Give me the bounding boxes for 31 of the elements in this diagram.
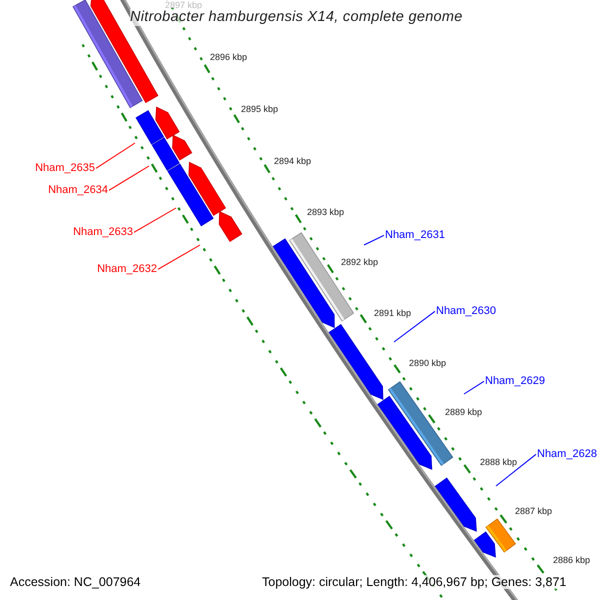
scale-label: 2897 kbp bbox=[165, 0, 202, 10]
title: Nitrobacter hamburgensis X14, complete genome bbox=[130, 9, 463, 26]
scale-label: 2891 kbp bbox=[374, 308, 412, 318]
gene-label: Nham_2634 bbox=[48, 184, 108, 197]
scale-label: 2892 kbp bbox=[341, 257, 378, 268]
leader-line bbox=[464, 380, 484, 394]
gene-label: Nham_2632 bbox=[97, 263, 157, 276]
leader-line bbox=[394, 310, 436, 342]
gene-label: Nham_2631 bbox=[385, 229, 445, 242]
scale-label: 2894 kbp bbox=[274, 156, 312, 166]
gene-label: Nham_2630 bbox=[436, 305, 496, 318]
leader-line bbox=[496, 454, 536, 486]
gene-label: Nham_2628 bbox=[537, 448, 597, 461]
gene-label: Nham_2635 bbox=[35, 162, 95, 175]
scale-label: 2896 kbp bbox=[210, 52, 248, 62]
gene-label: Nham_2629 bbox=[485, 375, 545, 388]
scale-label: 2887 kbp bbox=[515, 506, 552, 516]
gene-label: Nham_2633 bbox=[73, 226, 133, 239]
info-text: Accession: NC_007964 bbox=[10, 575, 141, 590]
leader-line bbox=[108, 166, 150, 191]
leader-line bbox=[158, 244, 200, 270]
leader-line bbox=[96, 142, 136, 169]
scale-label: 2890 kbp bbox=[409, 358, 446, 368]
scale-label: 2895 kbp bbox=[241, 104, 278, 114]
info-text: Topology: circular; Length: 4,406,967 bp; Genes: 3,871 bbox=[262, 575, 566, 590]
leader-line bbox=[134, 208, 176, 233]
leader-line bbox=[364, 234, 384, 246]
scale-label: 2886 kbp bbox=[553, 555, 590, 566]
scale-label: 2889 kbp bbox=[445, 407, 482, 418]
scale-label: 2888 kbp bbox=[480, 457, 518, 468]
scale-label: 2893 kbp bbox=[307, 207, 344, 218]
